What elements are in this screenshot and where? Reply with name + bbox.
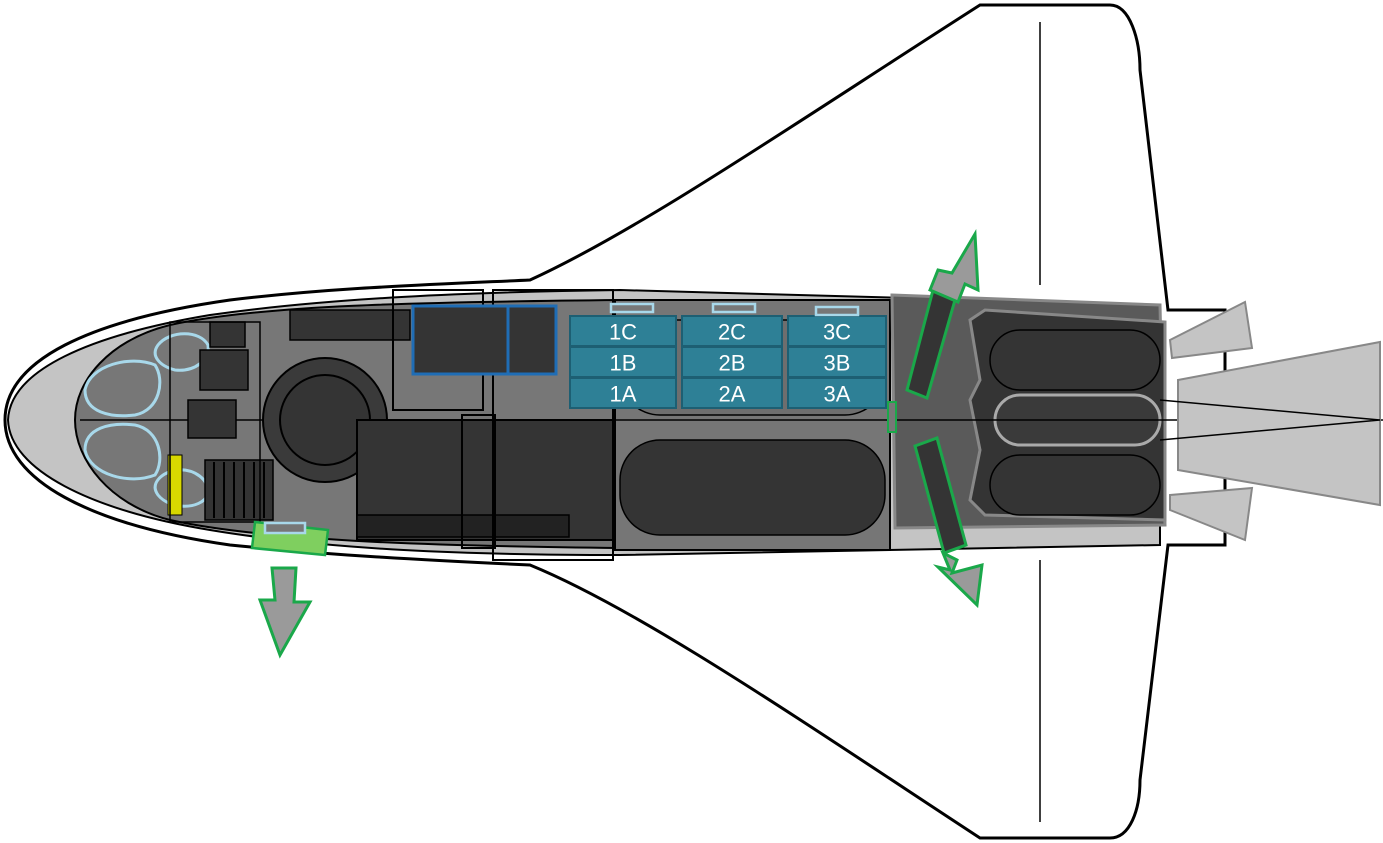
side-hatch-window: [263, 521, 307, 535]
engine-tank-upper: [989, 329, 1161, 391]
airlock-frame-2: [492, 289, 614, 561]
seat-1b: [569, 346, 677, 378]
equipment-box-small: [506, 304, 558, 376]
seat-3a: [787, 377, 887, 409]
seat-label-1c: 1C: [609, 320, 637, 345]
equipment-box-large: [411, 304, 510, 376]
ceiling-marker-2: [711, 302, 757, 314]
vent-slats: [213, 462, 265, 518]
ceiling-marker-3: [814, 305, 860, 317]
airlock-frame-3: [461, 414, 496, 549]
seat-1c: [569, 315, 677, 347]
aft-hatch: [887, 401, 897, 433]
nozzle-main: [1177, 340, 1381, 507]
seat-label-2c: 2C: [718, 320, 746, 345]
window-lower-large: [83, 422, 162, 481]
console-3: [187, 399, 237, 439]
seat-3c: [787, 315, 887, 347]
seat-label-2b: 2B: [719, 351, 746, 376]
console-2: [199, 349, 249, 391]
overwing-hatch-lower: [913, 436, 968, 555]
seat-2a: [681, 377, 783, 409]
ceiling-marker-1: [609, 302, 655, 314]
seat-label-2a: 2A: [719, 382, 746, 407]
seat-label-1b: 1B: [610, 351, 637, 376]
aft-tank-2: [619, 439, 886, 536]
seat-label-3b: 3B: [824, 351, 851, 376]
seat-1a: [569, 377, 677, 409]
seat-2b: [681, 346, 783, 378]
seat-3b: [787, 346, 887, 378]
overwing-arrow-lower: [932, 549, 984, 609]
seat-label-3a: 3A: [824, 382, 851, 407]
console-1: [209, 321, 246, 348]
nozzle-lower: [1169, 486, 1254, 542]
engine-tank-lower: [989, 454, 1161, 516]
seat-grid: 1C 1B 1A 2C 2B 2A 3C 3B 3A: [569, 315, 887, 409]
bulkhead-frame: [169, 321, 261, 523]
window-upper-large: [83, 359, 162, 418]
nozzle-upper: [1168, 300, 1254, 360]
seat-2c: [681, 315, 783, 347]
upper-panel: [289, 309, 411, 341]
vent-grille: [204, 459, 274, 521]
seat-label-3c: 3C: [823, 320, 851, 345]
seat-label-1a: 1A: [610, 382, 637, 407]
yellow-marker: [167, 454, 183, 516]
side-hatch-arrow: [257, 566, 313, 659]
overwing-arrow-upper: [928, 228, 980, 304]
nozzle-centerline: [1159, 399, 1381, 441]
